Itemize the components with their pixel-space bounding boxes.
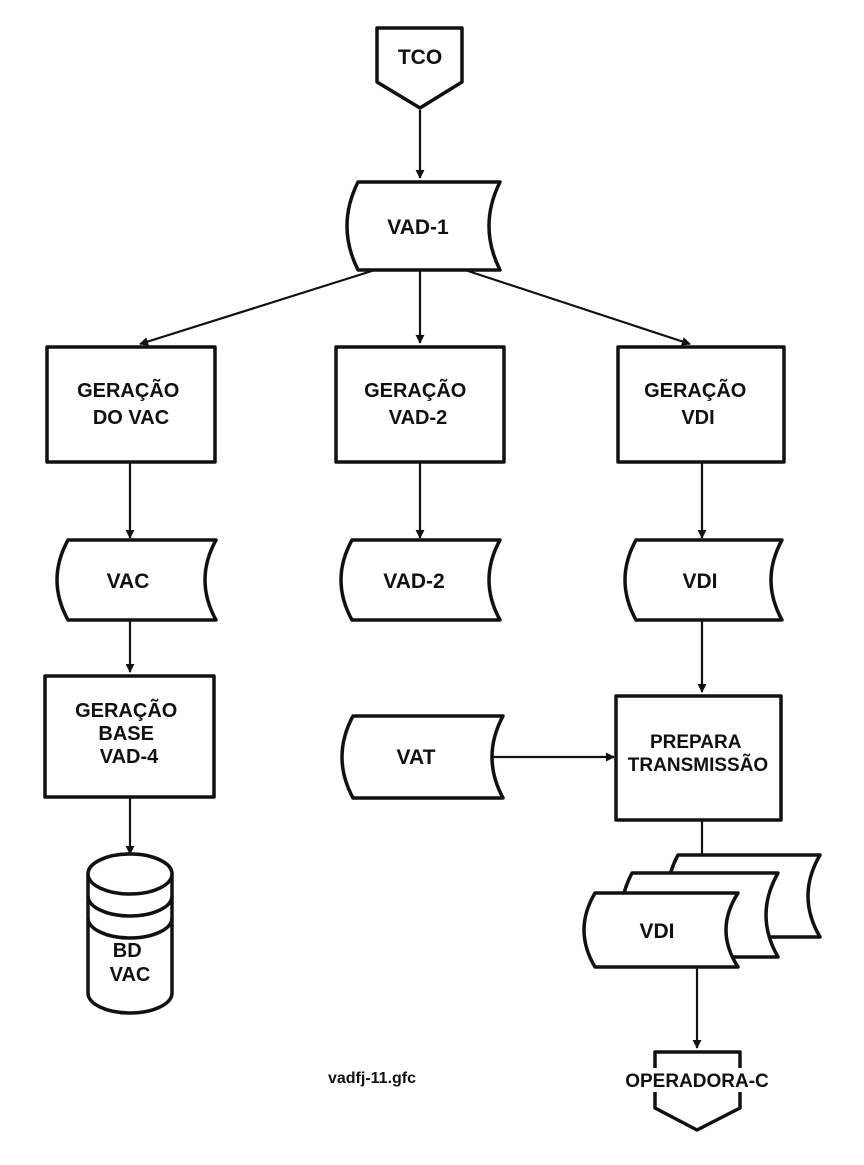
node-vad2-label: VAD-2	[383, 570, 444, 593]
label-line: TRANSMISSÃO	[628, 754, 768, 776]
node-vad2: VAD-2	[339, 538, 502, 622]
process-box	[616, 345, 786, 464]
node-geracao-base: GERAÇÃO BASE VAD-4	[43, 674, 216, 799]
node-geracao-vac-label: GERAÇÃO DO VAC	[77, 379, 185, 429]
stored-data-shape	[340, 714, 505, 800]
node-bd-vac-label: BD VAC	[110, 940, 151, 986]
node-tco: TCO	[375, 26, 464, 110]
label-line: GERAÇÃO	[77, 379, 179, 402]
edge-vad1-geracao-vac	[139, 268, 376, 346]
label-line: GERAÇÃO	[75, 699, 177, 722]
cylinder-ring	[86, 917, 174, 940]
cylinder-ring	[86, 895, 174, 918]
node-geracao-vdi: GERAÇÃO VDI	[616, 345, 786, 464]
node-vdi-stack: VDI	[582, 853, 822, 969]
node-geracao-vac: GERAÇÃO DO VAC	[45, 345, 217, 464]
node-vdi-label: VDI	[682, 570, 717, 593]
stored-data-shape-front	[582, 891, 740, 969]
label-line: VDI	[681, 407, 714, 429]
stored-data-shape	[345, 180, 502, 272]
diagram-caption: vadfj-11.gfc	[328, 1070, 416, 1087]
offpage-connector-shape	[375, 26, 464, 110]
edge-vad1-geracao-vdi	[464, 268, 691, 346]
node-geracao-vdi-label: GERAÇÃO VDI	[644, 379, 752, 429]
stored-data-shape	[55, 538, 218, 622]
stored-data-shape	[623, 538, 784, 622]
cylinder-top	[86, 852, 174, 896]
node-operadora-label: OPERADORA-C	[625, 1071, 769, 1092]
node-prepara-label: PREPARA TRANSMISSÃO	[628, 732, 768, 776]
process-box	[45, 345, 217, 464]
node-prepara: PREPARA TRANSMISSÃO	[614, 694, 783, 822]
label-line: PREPARA	[650, 732, 742, 753]
process-box	[334, 345, 506, 464]
node-tco-label: TCO	[398, 46, 442, 69]
label-line: DO VAC	[93, 407, 169, 429]
label-line: BD	[113, 940, 142, 962]
node-operadora: OPERADORA-C	[612, 1050, 780, 1132]
label-line: BASE	[98, 723, 154, 745]
node-geracao-vad2-label: GERAÇÃO VAD-2	[364, 379, 472, 429]
node-geracao-vad2: GERAÇÃO VAD-2	[334, 345, 506, 464]
node-vdi-stack-label: VDI	[639, 920, 674, 943]
node-vat: VAT	[340, 714, 505, 800]
label-line: VAC	[110, 964, 151, 986]
node-vac-label: VAC	[107, 570, 150, 593]
stored-data-shape	[339, 538, 502, 622]
edges	[125, 110, 707, 1049]
label-line: GERAÇÃO	[644, 379, 746, 402]
label-line: VAD-4	[100, 746, 159, 768]
label-line: VAD-2	[389, 407, 448, 429]
label-backdrop	[612, 1068, 780, 1092]
node-vac: VAC	[55, 538, 218, 622]
label-line: GERAÇÃO	[364, 379, 466, 402]
node-geracao-base-label: GERAÇÃO BASE VAD-4	[75, 699, 183, 768]
node-vad1-label: VAD-1	[387, 216, 449, 239]
node-vdi: VDI	[623, 538, 784, 622]
process-box	[614, 694, 783, 822]
node-vad1: VAD-1	[345, 180, 502, 272]
node-vat-label: VAT	[397, 746, 436, 769]
node-bd-vac: BD VAC	[86, 852, 174, 1015]
process-box	[43, 674, 216, 799]
